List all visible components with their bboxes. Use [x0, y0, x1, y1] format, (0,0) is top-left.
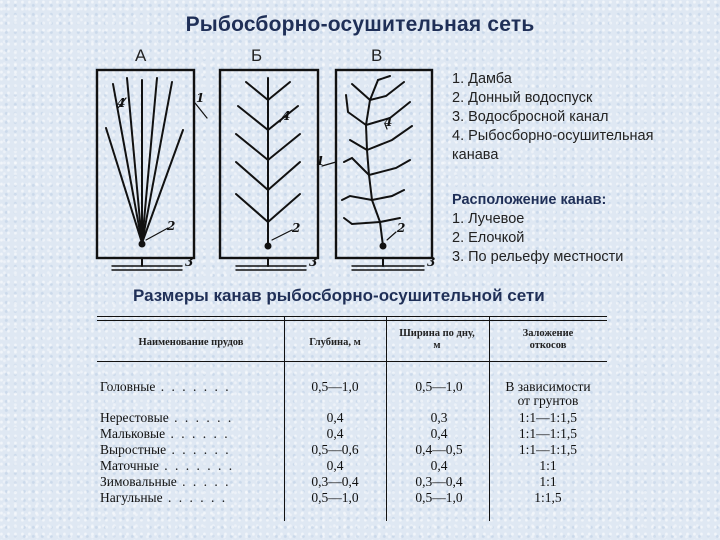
legend-items: 1. Дамба 2. Донный водоспуск 3. Водосбро… [452, 70, 687, 165]
pond-name: Маточные [100, 458, 159, 473]
header-slope: Заложение откосов [522, 328, 574, 351]
width-value: 0,3—0,4 [415, 474, 463, 489]
table-rule-top-thin [97, 320, 607, 321]
slope-value: В зависимости [505, 379, 591, 394]
pond-name: Головные [100, 379, 156, 394]
width-value: 0,3 [430, 410, 448, 425]
slope-value: 1:1 [539, 458, 557, 473]
legend-item: 4. Рыбосборно-осушительная канава [452, 128, 654, 163]
width-value: 0,5—1,0 [415, 490, 463, 505]
page-title: Рыбосборно-осушительная сеть [185, 13, 535, 36]
legend-item: 2. Донный водоспуск [452, 90, 593, 106]
header-pond-name: Наименование прудов [138, 337, 244, 348]
table-col-divider [489, 316, 490, 521]
slope-value-cont: от грунтов [517, 393, 579, 408]
pond-name: Мальковые [100, 426, 166, 441]
diagram-label-a: А [135, 46, 147, 65]
diagram-b-num-3: 3 [309, 255, 317, 269]
depth-value: 0,5—1,0 [311, 490, 359, 505]
legend-layout-item: 3. По рельефу местности [452, 249, 624, 265]
table-title: Размеры канав рыбосборно-осушительной се… [133, 286, 545, 305]
diagram-a-num-3: 3 [185, 255, 193, 269]
diagram-a-num-2: 2 [166, 219, 175, 233]
table-col-divider [386, 316, 387, 521]
pond-name: Зимовальные [100, 474, 177, 489]
slope-value: 1:1 [539, 474, 557, 489]
width-value: 0,5—1,0 [415, 379, 463, 394]
diagram-b-num-2: 2 [291, 221, 300, 235]
header-depth: Глубина, м [309, 337, 361, 348]
slope-value: 1:1—1:1,5 [518, 442, 578, 457]
slope-value: 1:1,5 [534, 490, 562, 505]
diagram-radial [95, 68, 208, 271]
diagram-c-num-1: 1 [316, 154, 324, 168]
depth-value: 0,5—0,6 [311, 442, 359, 457]
legend-heading: Расположение канав: [452, 192, 607, 208]
diagram-herringbone [218, 68, 320, 271]
diagram-c-num-4: 4 [384, 115, 392, 129]
table-rule-top [97, 316, 607, 317]
width-value: 0,4 [430, 458, 448, 473]
diagram-a-num-4: 4 [117, 96, 125, 110]
legend-item: 3. Водосбросной канал [452, 109, 609, 125]
legend-layout-item: 1. Лучевое [452, 211, 525, 227]
depth-value: 0,5—1,0 [311, 379, 359, 394]
depth-value: 0,4 [326, 426, 344, 441]
diagram-c-num-3: 3 [427, 255, 435, 269]
legend-item: 1. Дамба [452, 71, 512, 87]
table-rule-header [97, 361, 607, 362]
diagram-a-num-1: 1 [196, 91, 204, 105]
canal-diagrams: 4 1 2 3 4 2 3 1 4 2 3 [95, 68, 435, 271]
depth-value: 0,4 [326, 410, 344, 425]
diagram-c-num-2: 2 [396, 221, 405, 235]
table-col-divider [284, 316, 285, 521]
diagram-label-c: В [371, 46, 383, 65]
depth-value: 0,3—0,4 [311, 474, 359, 489]
diagram-terrain [321, 68, 434, 271]
canal-sizes-table: Наименование прудов Глубина, м Ширина по… [97, 313, 607, 525]
diagram-label-b: Б [251, 46, 263, 65]
slope-value: 1:1—1:1,5 [518, 426, 578, 441]
pond-name: Нерестовые [100, 410, 169, 425]
width-value: 0,4—0,5 [415, 442, 463, 457]
slope-value: 1:1—1:1,5 [518, 410, 578, 425]
depth-value: 0,4 [326, 458, 344, 473]
pond-name: Нагульные [100, 490, 163, 505]
pond-name: Выростные [100, 442, 167, 457]
header-width: Ширина по дну, м [399, 328, 475, 351]
legend-layouts: Расположение канав: 1. Лучевое 2. Елочко… [452, 191, 623, 267]
diagram-b-num-4: 4 [282, 109, 290, 123]
width-value: 0,4 [430, 426, 448, 441]
legend-layout-item: 2. Елочкой [452, 230, 525, 246]
